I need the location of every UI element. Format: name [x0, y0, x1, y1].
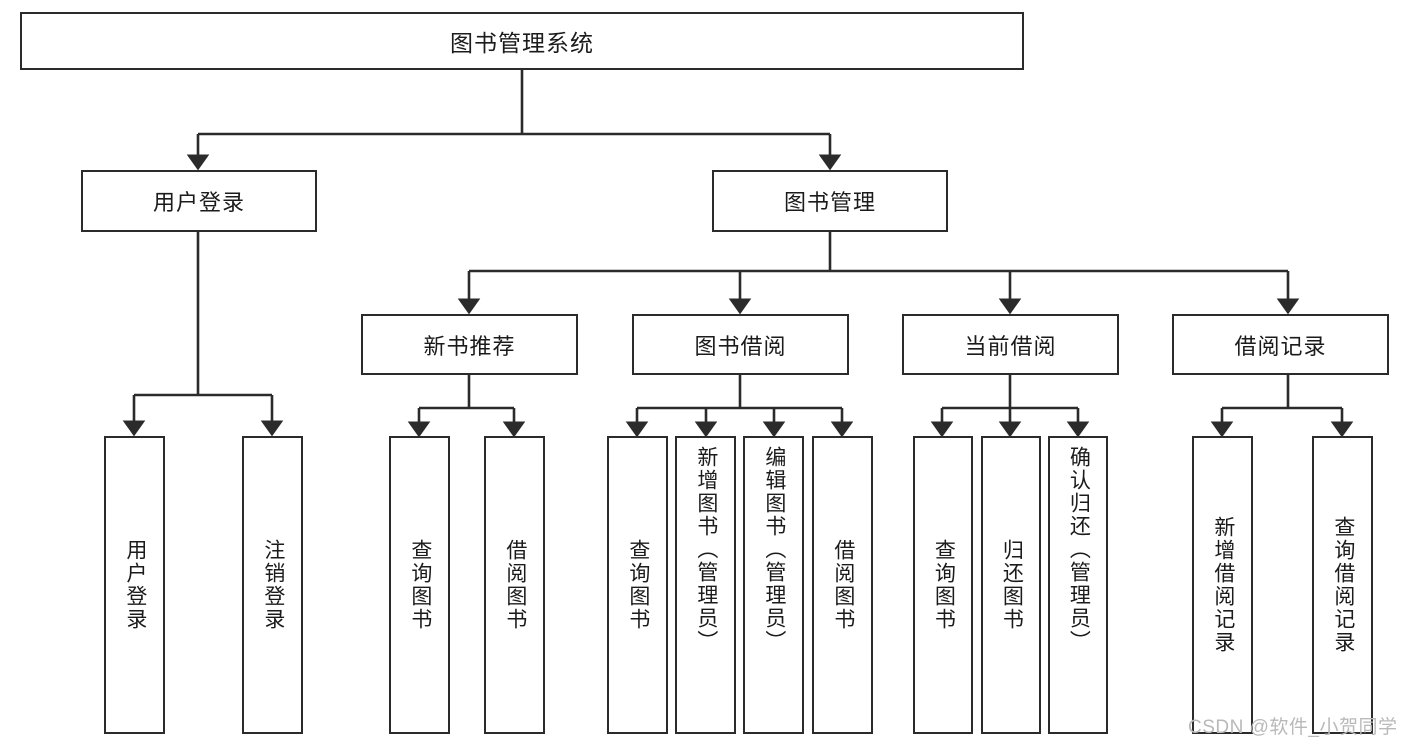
leaf-label: 查询图书	[408, 539, 432, 631]
leaf-label: 注销登录	[261, 539, 285, 631]
node-label: 当前借阅	[964, 333, 1057, 359]
leaf-label: 编辑图书（管理员）	[762, 446, 786, 653]
leaf-new-book-query-book[interactable]: 查询图书	[389, 436, 450, 734]
leaf-book-borrow-edit-book-admin[interactable]: 编辑图书（管理员）	[743, 436, 804, 734]
watermark: CSDN @软件_小贺同学	[1188, 717, 1398, 738]
leaf-current-borrow-confirm-return-admin[interactable]: 确认归还（管理员）	[1048, 436, 1108, 734]
leaf-label: 查询图书	[626, 539, 650, 631]
node-label: 图书管理系统	[450, 30, 594, 56]
leaf-borrow-record-query-record[interactable]: 查询借阅记录	[1312, 436, 1373, 734]
node-label: 图书管理	[783, 190, 876, 215]
node-root-book-management-system[interactable]: 图书管理系统	[20, 12, 1024, 70]
leaf-user-login-login[interactable]: 用户登录	[104, 436, 165, 734]
node-label: 借阅记录	[1234, 333, 1327, 359]
leaf-book-borrow-borrow-book[interactable]: 借阅图书	[812, 436, 873, 734]
leaf-label: 查询借阅记录	[1331, 516, 1355, 654]
leaf-current-borrow-return-book[interactable]: 归还图书	[981, 436, 1041, 734]
leaf-label: 归还图书	[1000, 539, 1024, 631]
node-label: 新书推荐	[423, 333, 516, 359]
leaf-book-borrow-add-book-admin[interactable]: 新增图书（管理员）	[675, 436, 736, 734]
leaf-new-book-borrow-book[interactable]: 借阅图书	[484, 436, 545, 734]
node-user-login[interactable]: 用户登录	[81, 170, 317, 232]
leaf-user-login-logout[interactable]: 注销登录	[242, 436, 303, 734]
leaf-book-borrow-query-book[interactable]: 查询图书	[607, 436, 668, 734]
node-book-management[interactable]: 图书管理	[712, 170, 948, 232]
leaf-label: 查询图书	[932, 539, 956, 631]
node-new-book-recommend[interactable]: 新书推荐	[361, 314, 578, 375]
leaf-label: 新增图书（管理员）	[694, 446, 718, 653]
leaf-current-borrow-query-book[interactable]: 查询图书	[913, 436, 973, 734]
leaf-label: 用户登录	[123, 539, 147, 631]
node-borrow-record[interactable]: 借阅记录	[1172, 314, 1389, 375]
leaf-label: 新增借阅记录	[1211, 516, 1235, 654]
leaf-label: 借阅图书	[831, 539, 855, 631]
leaf-label: 确认归还（管理员）	[1067, 446, 1091, 653]
node-label: 用户登录	[152, 190, 245, 215]
node-book-borrow[interactable]: 图书借阅	[632, 314, 849, 375]
node-label: 图书借阅	[694, 333, 787, 359]
leaf-label: 借阅图书	[503, 539, 527, 631]
leaf-borrow-record-add-record[interactable]: 新增借阅记录	[1192, 436, 1253, 734]
node-current-borrow[interactable]: 当前借阅	[902, 314, 1119, 375]
